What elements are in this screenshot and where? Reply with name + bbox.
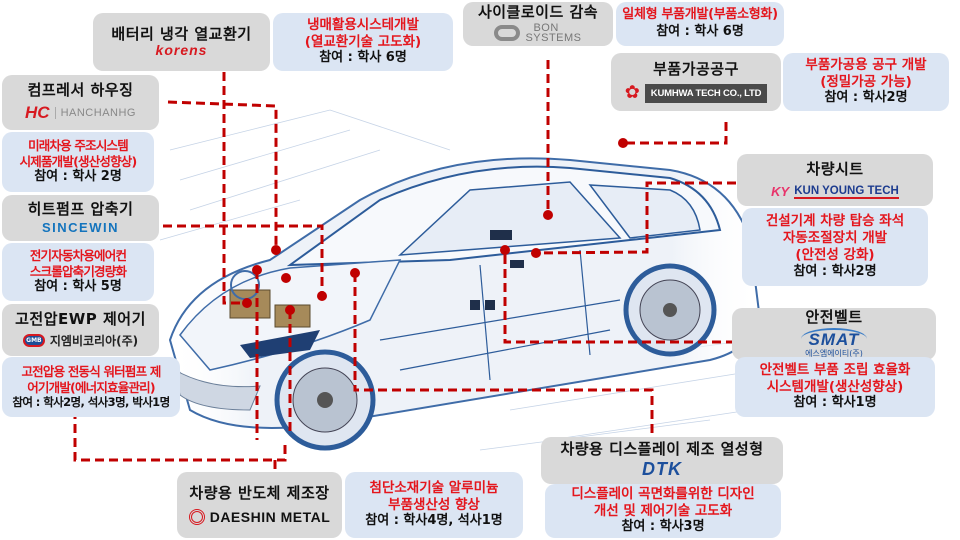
company-box-korens: 배터리 냉각 열교환기 korens: [93, 13, 270, 71]
company-box-kun-young-tech: 차량시트 KY KUN YOUNG TECH: [737, 154, 933, 206]
company-title: 히트펌프 압축기: [27, 200, 134, 219]
participants: 참여 : 학사 2명: [34, 169, 122, 185]
company-box-dtk: 차량용 디스플레이 제조 열성형 DTK: [541, 437, 783, 484]
participants: 참여 : 학사4명, 석사1명: [365, 513, 503, 529]
participants: 참여 : 학사 6명: [656, 23, 744, 39]
company-title: 사이클로이드 감속: [477, 3, 599, 22]
participants: 참여 : 학사2명: [824, 90, 908, 106]
project-title: (안전성 강화): [795, 246, 875, 263]
company-title: 차량시트: [806, 159, 864, 178]
project-title: 미래차용 주조시스템: [28, 137, 129, 153]
participants: 참여 : 학사 6명: [319, 50, 407, 66]
company-box-sincewin: 히트펌프 압축기 SINCEWIN: [2, 195, 159, 241]
project-title: 자동조절장치 개발: [782, 230, 888, 247]
project-title: 고전압용 전동식 워터펌프 제: [21, 363, 161, 379]
project-title: 첨단소재기술 알루미늄: [369, 479, 499, 496]
project-title: 시제품개발(생산성향상): [19, 153, 138, 169]
project-title: 부품가공용 공구 개발: [805, 56, 927, 73]
kumhwa-logo: ✿ KUMHWA TECH CO., LTD: [624, 82, 768, 104]
project-title: 일체형 부품개발(부품소형화): [622, 7, 778, 23]
participants: 참여 : 학사2명: [793, 263, 877, 279]
smat-logo-text: SMAT: [800, 328, 868, 350]
project-box-dtk: 디스플레이 곡면화를위한 디자인 개선 및 제어기술 고도화 참여 : 학사3명: [545, 484, 781, 538]
project-title: 안전벨트 부품 조립 효율화: [759, 361, 911, 378]
project-box-kun-young-tech: 건설기계 차량 탑승 좌석 자동조절장치 개발 (안전성 강화) 참여 : 학사…: [742, 208, 928, 286]
hanchang-logo-text: HANCHANHG: [54, 107, 136, 120]
project-title: 건설기계 차량 탑승 좌석: [765, 213, 905, 230]
company-box-kumhwa-tech: 부품가공공구 ✿ KUMHWA TECH CO., LTD: [611, 53, 781, 111]
project-box-hanchang: 미래차용 주조시스템 시제품개발(생산성향상) 참여 : 학사 2명: [2, 132, 154, 192]
daeshin-logo-text: DAESHIN METAL: [209, 508, 331, 525]
project-box-gmb-korea: 고전압용 전동식 워터펌프 제 어기개발(에너지효율관리) 참여 : 학사2명,…: [2, 357, 180, 417]
company-box-gmb-korea: 고전압EWP 제어기 GMB 지엠비코리아(주): [2, 304, 159, 356]
project-box-daeshin-metal: 첨단소재기술 알루미늄 부품생산성 향상 참여 : 학사4명, 석사1명: [345, 472, 523, 538]
project-title: 부품생산성 향상: [388, 496, 480, 513]
dtk-logo: DTK: [642, 459, 682, 480]
company-title: 컴프레서 하우징: [27, 80, 134, 99]
smat-logo: SMAT 에스엠에이티(주): [800, 328, 868, 359]
bon-logo: BON SYSTEMS: [494, 21, 582, 45]
project-title: 개선 및 제어기술 고도화: [593, 502, 733, 519]
bon-logo-line1: BON: [533, 21, 559, 34]
project-title: (정밀가공 가능): [820, 73, 912, 90]
daeshin-logo-icon: [188, 508, 205, 525]
project-box-korens: 냉매활용시스테개발 (열교환기술 고도화) 참여 : 학사 6명: [273, 13, 453, 71]
smat-logo-subtitle: 에스엠에이티(주): [805, 349, 863, 359]
participants: 참여 : 학사1명: [793, 395, 877, 411]
gmb-logo-icon: GMB: [22, 334, 45, 348]
kun-young-logo-text: KUN YOUNG TECH: [794, 184, 899, 199]
korens-logo-text: korens: [155, 41, 208, 58]
company-box-daeshin-metal: 차량용 반도체 제조장 DAESHIN METAL: [177, 472, 342, 538]
project-box-bon-systems: 일체형 부품개발(부품소형화) 참여 : 학사 6명: [616, 2, 784, 46]
kun-young-logo: KY KUN YOUNG TECH: [771, 184, 899, 199]
gmb-logo-text: 지엠비코리아(주): [49, 334, 139, 349]
project-box-smat: 안전벨트 부품 조립 효율화 시스템개발(생산성향상) 참여 : 학사1명: [735, 357, 935, 417]
project-title: 디스플레이 곡면화를위한 디자인: [571, 485, 755, 502]
dtk-logo-text: DTK: [642, 458, 682, 479]
car-wireframe-illustration: [150, 90, 770, 480]
kumhwa-logo-icon: ✿: [624, 82, 640, 104]
bon-logo-line2: SYSTEMS: [525, 32, 582, 45]
sincewin-logo-text: SINCEWIN: [42, 219, 119, 235]
participants: 참여 : 학사 5명: [34, 279, 122, 295]
project-title: (열교환기술 고도화): [304, 33, 422, 50]
project-title: 시스템개발(생산성향상): [766, 378, 904, 395]
company-title: 부품가공공구: [653, 60, 739, 79]
company-box-smat: 안전벨트 SMAT 에스엠에이티(주): [732, 308, 936, 360]
sincewin-logo: SINCEWIN: [42, 220, 119, 235]
car-icon: [159, 109, 762, 451]
company-title: 안전벨트: [805, 307, 863, 326]
bon-logo-icon: [494, 25, 521, 42]
project-title: 전기자동차용에어컨: [29, 247, 127, 263]
company-title: 차량용 반도체 제조장: [189, 484, 330, 503]
project-title: 어기개발(에너지효율관리): [27, 379, 155, 395]
company-box-hanchang: 컴프레서 하우징 HC HANCHANHG: [2, 75, 159, 130]
project-box-kumhwa-tech: 부품가공용 공구 개발 (정밀가공 가능) 참여 : 학사2명: [783, 53, 949, 111]
company-title: 차량용 디스플레이 제조 열성형: [560, 440, 764, 459]
hanchang-logo-icon: HC: [25, 103, 50, 123]
participants: 참여 : 학사3명: [621, 519, 705, 535]
project-title: 냉매활용시스테개발: [307, 16, 419, 33]
project-box-sincewin: 전기자동차용에어컨 스크롤압축기경량화 참여 : 학사 5명: [2, 243, 154, 301]
hanchang-logo: HC HANCHANHG: [25, 103, 136, 123]
company-box-bon-systems: 사이클로이드 감속 BON SYSTEMS: [463, 2, 613, 46]
bon-logo-text: BON SYSTEMS: [525, 21, 582, 45]
daeshin-logo: DAESHIN METAL: [188, 508, 331, 525]
participants: 참여 : 학사2명, 석사3명, 박사1명: [12, 395, 170, 410]
kumhwa-logo-text: KUMHWA TECH CO., LTD: [644, 83, 768, 103]
kun-young-logo-icon: KY: [771, 184, 790, 200]
korens-logo: korens: [156, 42, 208, 58]
company-title: 배터리 냉각 열교환기: [111, 25, 252, 44]
gmb-logo: GMB 지엠비코리아(주): [22, 332, 139, 349]
project-title: 스크롤압축기경량화: [29, 263, 127, 279]
company-title: 고전압EWP 제어기: [15, 309, 146, 328]
